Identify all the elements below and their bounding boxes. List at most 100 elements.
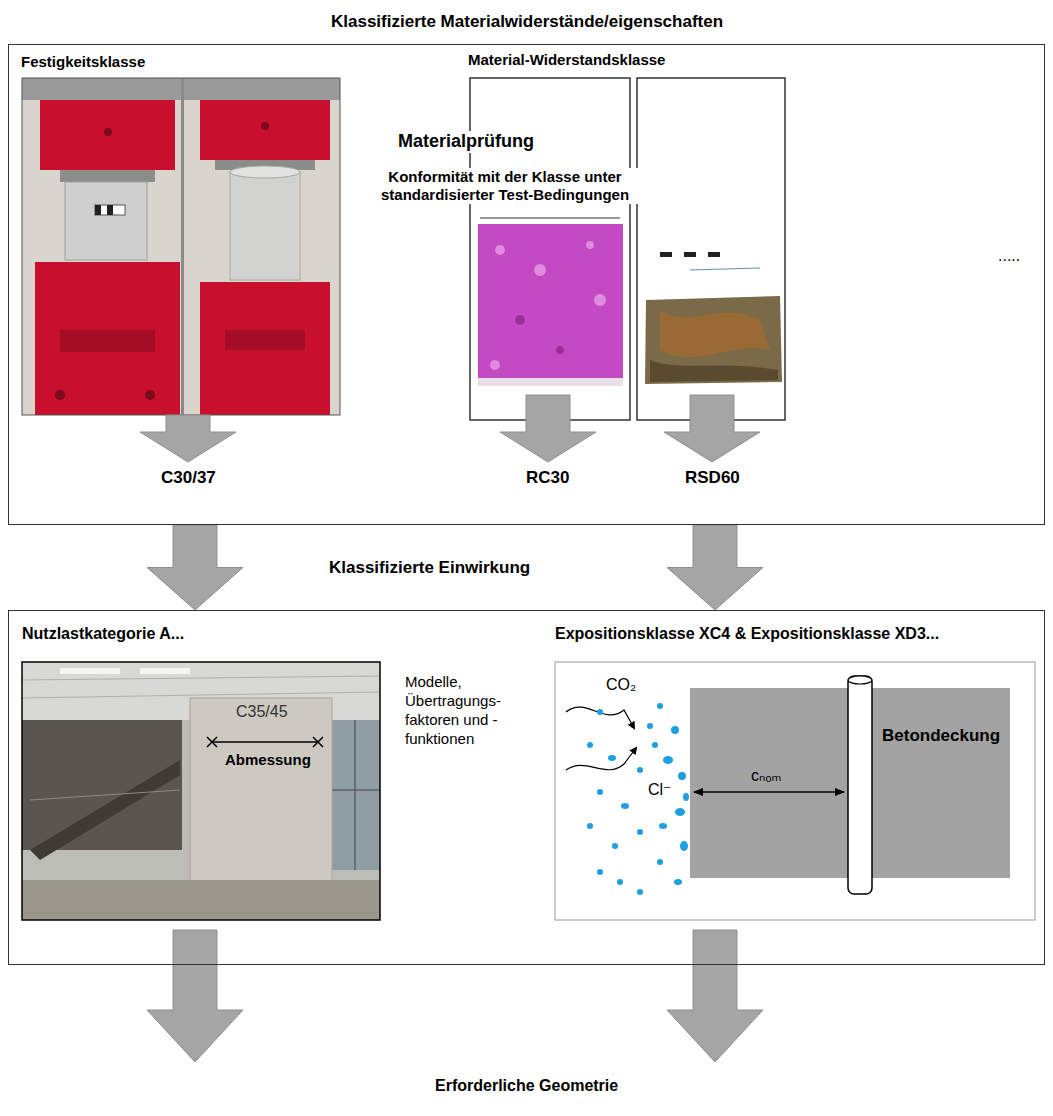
illustration-rect bbox=[478, 224, 623, 384]
panel-heading: Nutzlastkategorie A... bbox=[22, 624, 184, 643]
illustration-ellipse bbox=[617, 879, 623, 885]
illustration-circle bbox=[495, 245, 505, 255]
illustration-rect bbox=[637, 78, 785, 420]
illustration-rect bbox=[22, 662, 380, 920]
illustration-rect bbox=[65, 182, 147, 260]
illustration-polygon bbox=[500, 395, 596, 462]
illustration-polygon bbox=[147, 930, 243, 1062]
illustration-ellipse bbox=[587, 823, 593, 829]
illustration-polygon bbox=[140, 415, 236, 462]
panel-heading: Expositionsklasse XC4 & Expositionsklass… bbox=[555, 624, 939, 643]
illustration-circle bbox=[556, 346, 564, 354]
illustration-ellipse bbox=[671, 726, 679, 734]
illustration-ellipse bbox=[230, 166, 300, 178]
illustration-rect bbox=[181, 78, 184, 415]
illustration-rect bbox=[22, 78, 340, 415]
illustration-circle bbox=[534, 264, 546, 276]
illustration-rect bbox=[672, 252, 684, 257]
illustration-rect bbox=[35, 262, 180, 415]
illustration-ellipse bbox=[597, 789, 603, 795]
specimen-frame bbox=[637, 78, 785, 420]
illustration-circle bbox=[104, 128, 112, 136]
section-heading: Materialprüfung bbox=[395, 131, 537, 153]
illustration-rect bbox=[95, 205, 125, 215]
block-arrow bbox=[667, 525, 763, 610]
specimen-frame bbox=[470, 78, 630, 420]
illustration-ellipse bbox=[587, 742, 593, 748]
illustration-ellipse bbox=[637, 829, 643, 835]
illustration-rect bbox=[60, 330, 155, 352]
photo-text: C35/45 bbox=[236, 702, 288, 721]
note-text: Modelle, Übertragungs- faktoren und -fun… bbox=[405, 672, 529, 748]
illustration-rect bbox=[95, 205, 101, 215]
illustration-rect bbox=[22, 662, 380, 920]
illustration-ellipse bbox=[675, 808, 685, 816]
chemical-label: Cl⁻ bbox=[648, 780, 672, 799]
illustration-line bbox=[355, 720, 356, 870]
illustration-path bbox=[566, 748, 636, 770]
illustration-rect bbox=[60, 170, 155, 182]
chemical-label: CO₂ bbox=[606, 675, 636, 694]
illustration-rect bbox=[190, 698, 332, 900]
dimension-label: Abmessung bbox=[225, 751, 311, 769]
lower-panel: Nutzlastkategorie A... Expositionsklasse … bbox=[8, 610, 1045, 965]
illustration-rect bbox=[60, 668, 120, 674]
illustration-ellipse bbox=[848, 676, 872, 684]
illustration-ellipse bbox=[597, 869, 603, 875]
illustration-line bbox=[694, 791, 844, 793]
result-arrow bbox=[147, 930, 763, 1062]
illustration-ellipse bbox=[608, 755, 616, 761]
illustration-rect bbox=[40, 100, 175, 170]
illustration-rect bbox=[660, 252, 720, 257]
illustration-line bbox=[22, 692, 380, 698]
class-label: RSD60 bbox=[685, 468, 740, 488]
illustration-rect bbox=[555, 662, 1035, 920]
illustration-g bbox=[587, 703, 689, 895]
illustration-path bbox=[207, 737, 323, 747]
class-label: RC30 bbox=[526, 468, 569, 488]
illustration-circle bbox=[55, 390, 65, 400]
illustration-line bbox=[22, 676, 380, 680]
illustration-rect bbox=[470, 78, 630, 420]
illustration-circle bbox=[145, 390, 155, 400]
illustration-ellipse bbox=[674, 879, 682, 885]
result-label: Erforderliche Geometrie bbox=[435, 1076, 618, 1095]
illustration-rect bbox=[225, 330, 305, 350]
illustration-path bbox=[566, 707, 634, 728]
illustration-line bbox=[480, 218, 620, 219]
illustration-circle bbox=[490, 360, 500, 370]
exposure-figure bbox=[555, 662, 1035, 920]
illustration-polygon bbox=[664, 395, 760, 462]
part-label: Betondeckung bbox=[882, 726, 1000, 746]
upper-panel: FestigkeitsklasseMaterial-Widerstandskla… bbox=[8, 44, 1045, 525]
illustration-line bbox=[30, 790, 180, 800]
illustration-polygon bbox=[667, 930, 763, 1062]
illustration-ellipse bbox=[663, 756, 673, 764]
illustration-circle bbox=[515, 315, 525, 325]
illustration-path bbox=[645, 296, 782, 384]
ellipsis: ..... bbox=[998, 246, 1020, 265]
illustration-ellipse bbox=[659, 823, 667, 829]
illustration-rect bbox=[22, 880, 380, 920]
illustration-ellipse bbox=[637, 767, 643, 773]
illustration-ellipse bbox=[657, 859, 663, 865]
panel-heading: Material-Widerstandsklasse bbox=[468, 51, 665, 69]
illustration-rect bbox=[478, 378, 623, 386]
illustration-rect bbox=[140, 668, 190, 674]
press-photo bbox=[22, 78, 340, 415]
illustration-ellipse bbox=[683, 793, 689, 801]
illustration-rect bbox=[190, 698, 332, 900]
illustration-rect bbox=[696, 252, 708, 257]
illustration-path bbox=[650, 360, 778, 382]
illustration-line bbox=[212, 741, 318, 743]
illustration-path bbox=[30, 760, 180, 860]
illustration-rect bbox=[22, 78, 340, 415]
illustration-ellipse bbox=[678, 772, 686, 780]
illustration-ellipse bbox=[680, 841, 688, 851]
illustration-ellipse bbox=[652, 742, 658, 748]
illustration-ellipse bbox=[637, 889, 643, 895]
illustration-line bbox=[690, 268, 760, 270]
illustration-path bbox=[660, 310, 770, 357]
section-heading: Klassifizierte Einwirkung bbox=[329, 558, 530, 578]
